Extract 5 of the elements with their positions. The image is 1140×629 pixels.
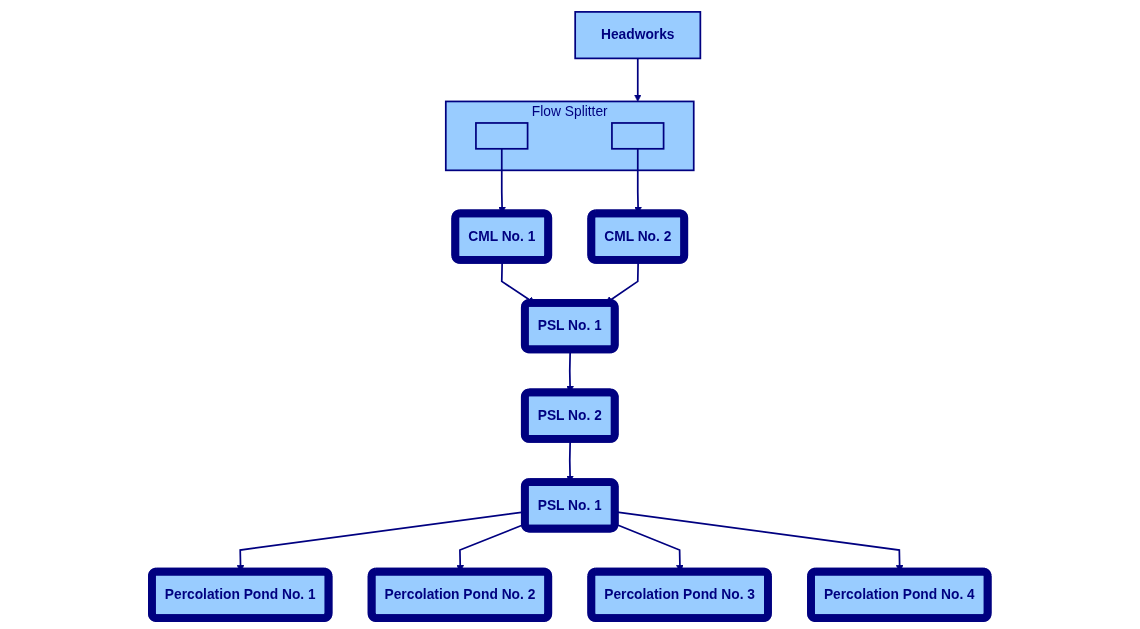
node-box: Headworks — [574, 10, 702, 59]
node-box — [475, 121, 529, 150]
arrow — [634, 57, 642, 102]
cluster: Flow Splitter — [445, 100, 695, 171]
node-box — [611, 121, 665, 150]
